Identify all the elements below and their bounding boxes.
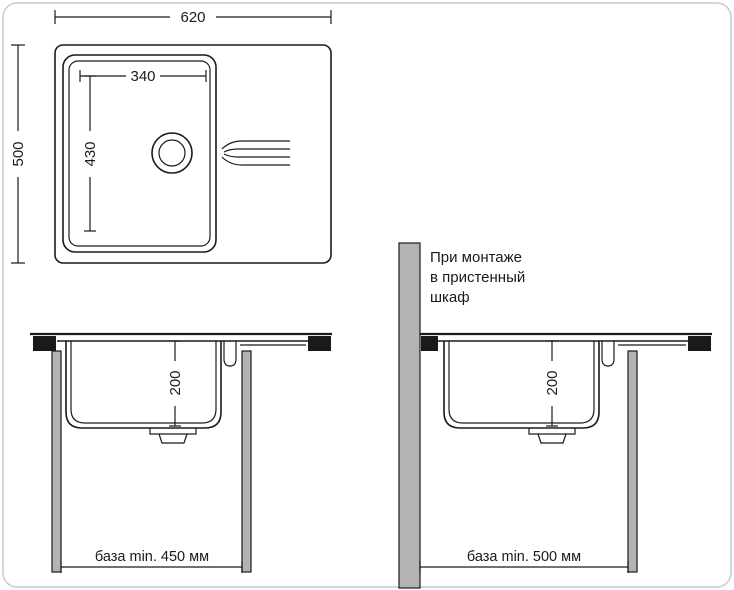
dim-base-right: база min. 500 мм <box>419 549 629 573</box>
note-line-3: шкаф <box>430 289 470 306</box>
counter-block-left <box>33 336 56 351</box>
drain-flange <box>528 428 576 435</box>
flute-line <box>221 156 290 166</box>
flute-line <box>221 140 290 150</box>
cabinet-leg-right <box>241 350 252 573</box>
dim-bowl-height-right: 200 <box>544 340 561 427</box>
dim-base-left: база min. 450 мм <box>60 549 243 573</box>
sink-outline <box>54 44 332 264</box>
drain-flange <box>149 428 197 435</box>
side-view-left: 200 база min. 450 мм <box>30 332 332 573</box>
cabinet-leg-left <box>51 350 62 573</box>
dim-label-430: 430 <box>82 141 99 166</box>
dim-label-200-left: 200 <box>167 370 184 395</box>
flute-line <box>223 153 290 158</box>
cabinet-leg-right <box>627 350 638 573</box>
bowl-section-inner <box>70 341 217 424</box>
counter-block-right <box>308 336 331 351</box>
note-line-2: в пристенный <box>430 269 525 286</box>
overflow-hook <box>601 341 615 367</box>
dim-overall-depth: 500 <box>10 44 27 264</box>
counter-block-left <box>421 336 438 351</box>
dim-label-340: 340 <box>130 68 155 85</box>
counter-block-right <box>688 336 711 351</box>
dim-bowl-height-left: 200 <box>167 340 184 427</box>
side-view-right: При монтаже в пристенный шкаф 200 <box>398 242 712 589</box>
overflow-hook <box>223 341 237 367</box>
bowl-section-outer <box>65 341 222 429</box>
drainboard-lines <box>221 140 290 166</box>
dim-bowl-depth: 430 <box>82 75 99 232</box>
dim-bowl-width: 340 <box>79 68 207 85</box>
dim-label-200-right: 200 <box>544 370 561 395</box>
drain-inner-ring <box>158 139 186 167</box>
wall-panel <box>398 242 421 589</box>
top-view: 620 500 340 430 <box>10 9 332 264</box>
bowl-section-inner <box>448 341 595 424</box>
dim-label-620: 620 <box>180 9 205 26</box>
dim-overall-width: 620 <box>54 9 332 26</box>
bowl-inner-edge <box>68 60 211 247</box>
base-label-450: база min. 450 мм <box>95 549 209 565</box>
drain-outer-ring <box>151 132 193 174</box>
dim-label-500: 500 <box>10 141 27 166</box>
bowl-section-outer <box>443 341 600 429</box>
base-label-500: база min. 500 мм <box>467 549 581 565</box>
wall-note: При монтаже в пристенный шкаф <box>430 249 525 306</box>
drain-stub <box>537 433 567 444</box>
bowl-outer-edge <box>62 54 217 253</box>
note-line-1: При монтаже <box>430 249 522 266</box>
drain-stub <box>158 433 188 444</box>
flute-line <box>223 148 290 153</box>
